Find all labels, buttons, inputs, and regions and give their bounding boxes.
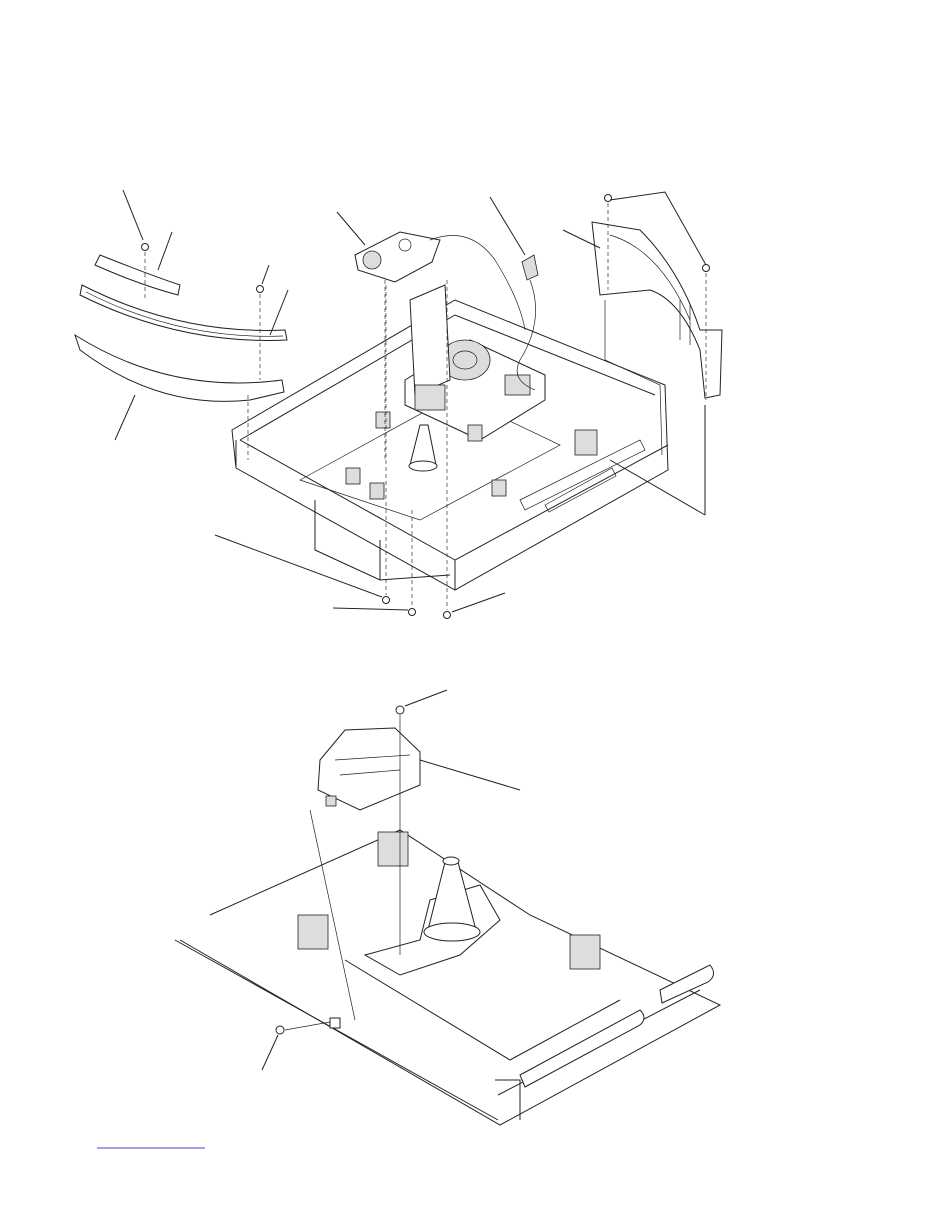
left-rail-parts <box>74 254 288 402</box>
screws <box>141 194 710 619</box>
detail-dash-lines <box>284 715 401 1031</box>
main-chassis <box>231 299 669 591</box>
drum-mechanism <box>404 284 546 441</box>
detail-screws <box>275 705 405 1035</box>
loading-motor-assembly <box>354 231 526 331</box>
detail-reel-holders <box>297 831 601 970</box>
reel-holders <box>345 411 598 500</box>
detail-bracket-part <box>317 727 421 811</box>
cone-post <box>408 424 438 472</box>
right-side-bracket <box>591 221 723 399</box>
detail-leader-lines <box>261 689 521 1071</box>
connector-cable <box>516 254 539 391</box>
leader-lines <box>114 189 707 613</box>
detail-cone-post <box>423 856 481 942</box>
assembly-dash-lines <box>144 203 707 610</box>
